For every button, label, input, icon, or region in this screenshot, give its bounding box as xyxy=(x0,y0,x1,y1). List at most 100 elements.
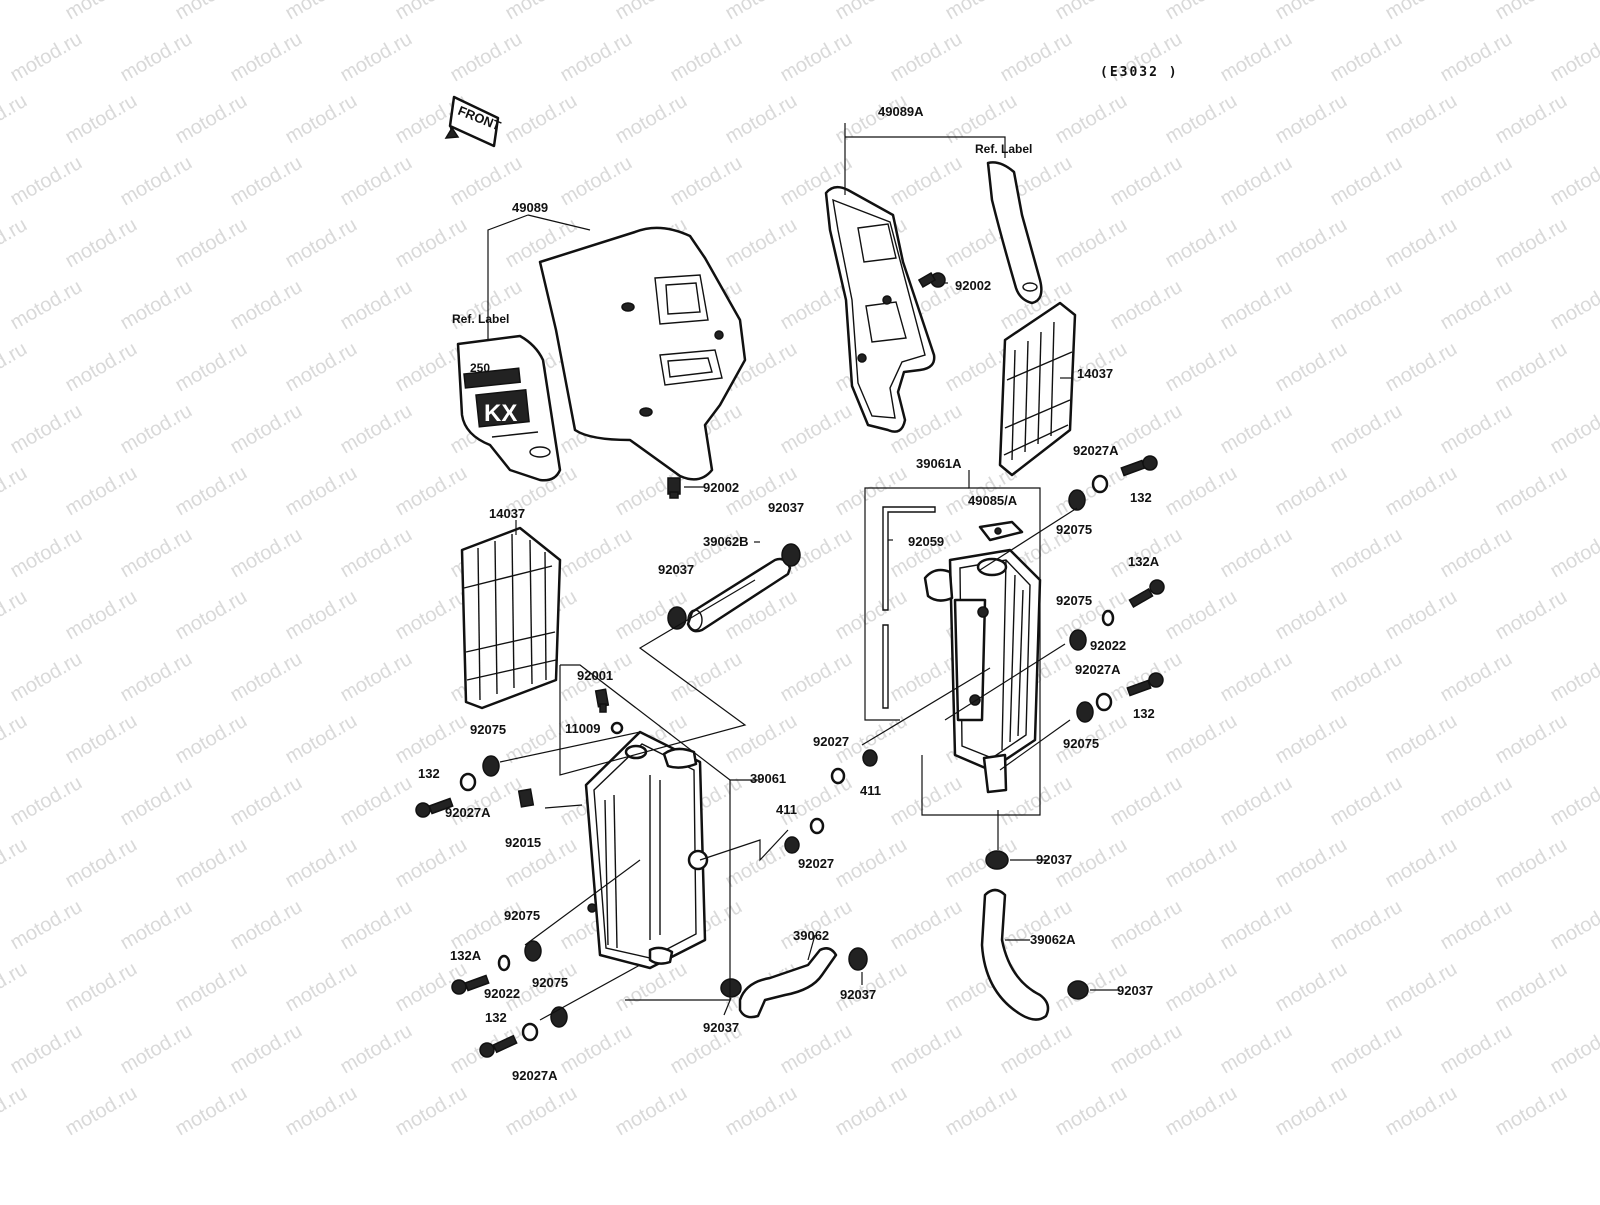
part-label: 92027 xyxy=(798,856,834,871)
watermark-text: motod.ru xyxy=(1437,896,1516,955)
watermark-text: motod.ru xyxy=(1217,648,1296,707)
part-label: 132A xyxy=(1128,554,1160,569)
watermark-text: motod.ru xyxy=(282,90,361,149)
part-label: 39062 xyxy=(793,928,829,943)
watermark-text: motod.ru xyxy=(997,1020,1076,1079)
watermark-text: motod.ru xyxy=(1547,28,1600,87)
part-label: 132 xyxy=(418,766,440,781)
watermark-text: motod.ru xyxy=(1107,648,1186,707)
watermark-text: motod.ru xyxy=(62,0,141,24)
watermark-text: motod.ru xyxy=(777,1020,856,1079)
watermark-text: motod.ru xyxy=(1217,400,1296,459)
watermark-text: motod.ru xyxy=(62,586,141,645)
part-label: 49089A xyxy=(878,104,924,119)
part-label: 92037 xyxy=(840,987,876,1002)
watermark-text: motod.ru xyxy=(1272,462,1351,521)
watermark-text: motod.ru xyxy=(1107,772,1186,831)
watermark-text: motod.ru xyxy=(1382,90,1461,149)
watermark-text: motod.ru xyxy=(1547,896,1600,955)
watermark-text: motod.ru xyxy=(1382,0,1461,24)
watermark-text: motod.ru xyxy=(1382,462,1461,521)
watermark-text: motod.ru xyxy=(1162,958,1241,1017)
part-label: 49085/A xyxy=(968,493,1018,508)
watermark-text: motod.ru xyxy=(1272,586,1351,645)
watermark-text: motod.ru xyxy=(942,834,1021,893)
watermark-text: motod.ru xyxy=(1437,28,1516,87)
watermark-text: motod.ru xyxy=(1052,214,1131,273)
decal-brand-text: KX xyxy=(484,400,517,427)
watermark-text: motod.ru xyxy=(1107,152,1186,211)
watermark-text: motod.ru xyxy=(117,896,196,955)
watermark-text: motod.ru xyxy=(172,0,251,24)
watermark-text: motod.ru xyxy=(1217,772,1296,831)
watermark-text: motod.ru xyxy=(832,834,911,893)
watermark-text: motod.ru xyxy=(337,648,416,707)
watermark-text: motod.ru xyxy=(557,1020,636,1079)
watermark-text: motod.ru xyxy=(1052,90,1131,149)
watermark-text: motod.ru xyxy=(117,28,196,87)
watermark-text: motod.ru xyxy=(557,28,636,87)
watermark-text: motod.ru xyxy=(227,152,306,211)
watermark-text: motod.ru xyxy=(337,400,416,459)
watermark-text: motod.ru xyxy=(7,648,86,707)
watermark-text: motod.ru xyxy=(172,338,251,397)
watermark-text: motod.ru xyxy=(1547,276,1600,335)
watermark-text: motod.ru xyxy=(1272,1082,1351,1141)
watermark-text: motod.ru xyxy=(1052,0,1131,24)
watermark-text: motod.ru xyxy=(227,772,306,831)
watermark-text: motod.ru xyxy=(117,152,196,211)
watermark-text: motod.ru xyxy=(1217,276,1296,335)
watermark-text: motod.ru xyxy=(282,586,361,645)
watermark-text: motod.ru xyxy=(1437,152,1516,211)
watermark-text: motod.ru xyxy=(832,0,911,24)
watermark-text: motod.ru xyxy=(7,1020,86,1079)
watermark-text: motod.ru xyxy=(612,1082,691,1141)
watermark-text: motod.ru xyxy=(172,90,251,149)
watermark-text: motod.ru xyxy=(227,896,306,955)
watermark-text: motod.ru xyxy=(1162,462,1241,521)
part-label: 92027A xyxy=(1073,443,1119,458)
watermark-text: motod.ru xyxy=(117,1020,196,1079)
part-label: 92015 xyxy=(505,835,541,850)
watermark-text: motod.ru xyxy=(1217,524,1296,583)
watermark-text: motod.ru xyxy=(722,1082,801,1141)
watermark-text: motod.ru xyxy=(282,338,361,397)
watermark-text: motod.ru xyxy=(282,0,361,24)
watermark-text: motod.ru xyxy=(7,28,86,87)
watermark-text: motod.ru xyxy=(1547,1020,1600,1079)
watermark-text: motod.ru xyxy=(1327,400,1406,459)
watermark-text: motod.ru xyxy=(1437,400,1516,459)
watermark-text: motod.ru xyxy=(1107,896,1186,955)
part-label: 14037 xyxy=(1077,366,1113,381)
watermark-text: motod.ru xyxy=(1327,1020,1406,1079)
watermark-text: motod.ru xyxy=(227,1020,306,1079)
watermark-text: motod.ru xyxy=(392,834,471,893)
watermark-text: motod.ru xyxy=(117,400,196,459)
part-label: 92037 xyxy=(1036,852,1072,867)
watermark-text: motod.ru xyxy=(282,214,361,273)
watermark-text: motod.ru xyxy=(1052,1082,1131,1141)
watermark-text: motod.ru xyxy=(447,772,526,831)
watermark-text: motod.ru xyxy=(1107,276,1186,335)
watermark-text: motod.ru xyxy=(62,958,141,1017)
watermark-text: motod.ru xyxy=(1492,710,1571,769)
watermark-text: motod.ru xyxy=(172,958,251,1017)
watermark-text: motod.ru xyxy=(392,710,471,769)
watermark-text: motod.ru xyxy=(1272,90,1351,149)
watermark-text: motod.ru xyxy=(117,524,196,583)
watermark-text: motod.ru xyxy=(1272,834,1351,893)
watermark-text: motod.ru xyxy=(1492,90,1571,149)
part-label: 39062A xyxy=(1030,932,1076,947)
watermark-text: motod.ru xyxy=(392,214,471,273)
watermark-text: motod.ru xyxy=(1327,772,1406,831)
watermark-text: motod.ru xyxy=(1162,338,1241,397)
part-label: 49089 xyxy=(512,200,548,215)
watermark-text: motod.ru xyxy=(502,90,581,149)
watermark-text: motod.ru xyxy=(1217,152,1296,211)
watermark-text: motod.ru xyxy=(392,586,471,645)
watermark-text: motod.ru xyxy=(1217,1020,1296,1079)
watermark-text: motod.ru xyxy=(502,1082,581,1141)
watermark-text: motod.ru xyxy=(502,0,581,24)
watermark-text: motod.ru xyxy=(667,28,746,87)
